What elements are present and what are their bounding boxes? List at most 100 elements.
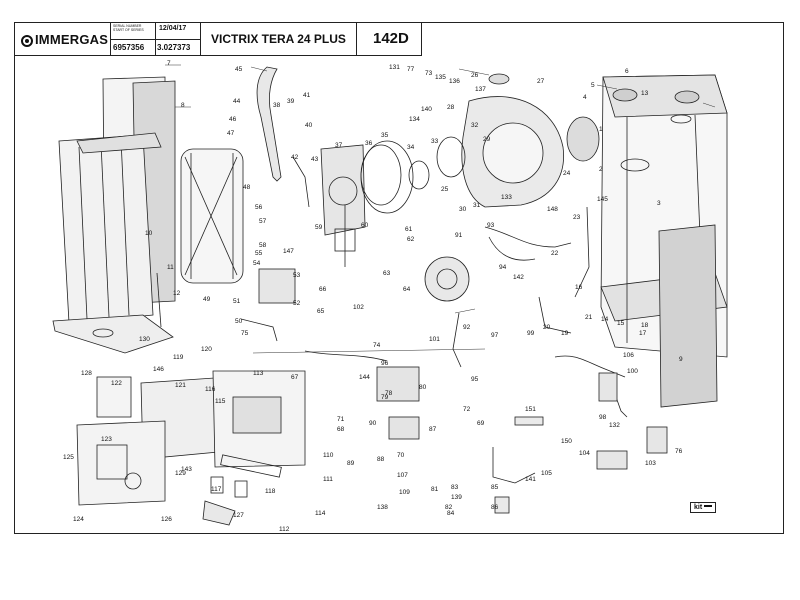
- part-number-label: 125: [63, 454, 74, 461]
- part-number-label: 44: [233, 98, 241, 105]
- kit-dash-icon: [704, 505, 713, 507]
- part-number-label: 17: [639, 330, 647, 337]
- part-number-label: 148: [547, 206, 558, 213]
- part-number-label: 67: [291, 374, 299, 381]
- part-number-label: 87: [429, 426, 437, 433]
- part-number-label: 137: [475, 86, 486, 93]
- part-number-label: 138: [377, 504, 388, 511]
- part-number-label: 13: [641, 90, 649, 97]
- part-number-label: 49: [203, 296, 211, 303]
- part-number-label: 70: [397, 452, 405, 459]
- part-number-label: 97: [491, 332, 499, 339]
- brand-logo: IMMERGAS: [21, 32, 108, 47]
- part-number-label: 144: [359, 374, 370, 381]
- part-number-label: 46: [229, 116, 237, 123]
- part-number-label: 105: [541, 470, 552, 477]
- model-name: VICTRIX TERA 24 PLUS: [211, 32, 346, 46]
- part-number-label: 96: [381, 360, 389, 367]
- part-number-label: 11: [167, 264, 174, 271]
- part-number-label: 20: [543, 324, 551, 331]
- part-number-label: 143: [181, 466, 192, 473]
- part-number-label: 5: [591, 82, 595, 89]
- part-number-label: 6: [625, 68, 629, 75]
- part-number-label: 52: [293, 300, 301, 307]
- part-number-label: 100: [627, 368, 638, 375]
- part-number-label: 135: [435, 74, 446, 81]
- part-number-label: 10: [145, 230, 153, 237]
- part-number-label: 42: [291, 154, 299, 161]
- part-number-label: 15: [617, 320, 625, 327]
- part-number-label: 139: [451, 494, 462, 501]
- serial-code-left: 6957356: [113, 43, 145, 52]
- logo-cell: IMMERGAS: [15, 23, 111, 55]
- part-number-label: 25: [441, 186, 449, 193]
- pump-shape: [424, 256, 470, 302]
- kit-legend: kit: [690, 502, 717, 513]
- part-number-label: 103: [645, 460, 656, 467]
- pipe-shape: [484, 226, 572, 248]
- part-number-label: 101: [429, 336, 440, 343]
- control-panel-shape: [140, 370, 306, 468]
- part-number-label: 12: [173, 290, 181, 297]
- part-number-label: 109: [399, 489, 410, 496]
- part-number-label: 2: [599, 166, 603, 173]
- part-number-label: 50: [235, 318, 243, 325]
- part-number-label: 124: [73, 516, 84, 523]
- part-number-label: 128: [81, 370, 92, 377]
- logo-mark-icon: [21, 35, 33, 47]
- part-number-label: 23: [573, 214, 581, 221]
- part-number-label: 73: [425, 70, 433, 77]
- part-number-label: 130: [139, 336, 150, 343]
- serial-label: SERIAL NUMBER START OF SERIES: [113, 24, 144, 32]
- part-number-label: 37: [335, 142, 343, 149]
- part-number-label: 41: [303, 92, 311, 99]
- part-number-label: 104: [579, 450, 590, 457]
- part-number-label: 21: [585, 314, 593, 321]
- serial-cell: SERIAL NUMBER START OF SERIES 12/04/17 6…: [111, 23, 201, 55]
- part-number-label: 81: [431, 486, 439, 493]
- front-panel-shape: [58, 132, 162, 324]
- spring-shape: [210, 476, 224, 494]
- part-number-label: 64: [403, 286, 411, 293]
- serial-date: 12/04/17: [159, 25, 187, 32]
- part-number-label: 146: [153, 366, 164, 373]
- part-number-label: 141: [525, 476, 536, 483]
- part-number-label: 121: [175, 382, 186, 389]
- cap-shape: [612, 88, 638, 102]
- part-number-label: 122: [111, 380, 122, 387]
- part-number-label: 88: [377, 456, 385, 463]
- part-number-label: 126: [161, 516, 172, 523]
- part-number-label: 66: [319, 286, 327, 293]
- brand-name: IMMERGAS: [35, 32, 109, 47]
- part-number-label: 117: [211, 486, 222, 493]
- part-number-label: 95: [471, 376, 479, 383]
- part-number-label: 24: [563, 170, 571, 177]
- part-number-label: 114: [315, 510, 326, 517]
- part-number-label: 63: [383, 270, 391, 277]
- part-number-label: 28: [447, 104, 455, 111]
- part-number-label: 150: [561, 438, 572, 445]
- part-number-label: 113: [253, 370, 264, 377]
- part-number-label: 72: [463, 406, 471, 413]
- part-number-label: 142: [513, 274, 524, 281]
- part-number-label: 116: [205, 386, 216, 393]
- part-number-label: 27: [537, 78, 545, 85]
- serial-code-right: 3.027373: [157, 43, 191, 52]
- part-number-label: 34: [407, 144, 415, 151]
- part-number-label: 36: [365, 140, 373, 147]
- part-number-label: 77: [407, 66, 415, 73]
- right-panel-shape: [658, 224, 718, 408]
- part-number-label: 32: [471, 122, 479, 129]
- part-number-label: 74: [373, 342, 381, 349]
- part-number-label: 69: [477, 420, 485, 427]
- drawing-frame: [14, 22, 784, 534]
- part-number-label: 56: [255, 204, 263, 211]
- part-number-label: 107: [397, 472, 408, 479]
- part-number-label: 93: [487, 222, 495, 229]
- part-number-label: 132: [609, 422, 620, 429]
- part-number-label: 92: [463, 324, 471, 331]
- part-number-label: 7: [167, 60, 171, 67]
- sheet-code: 142D: [373, 30, 409, 47]
- kit-label: kit: [694, 504, 703, 511]
